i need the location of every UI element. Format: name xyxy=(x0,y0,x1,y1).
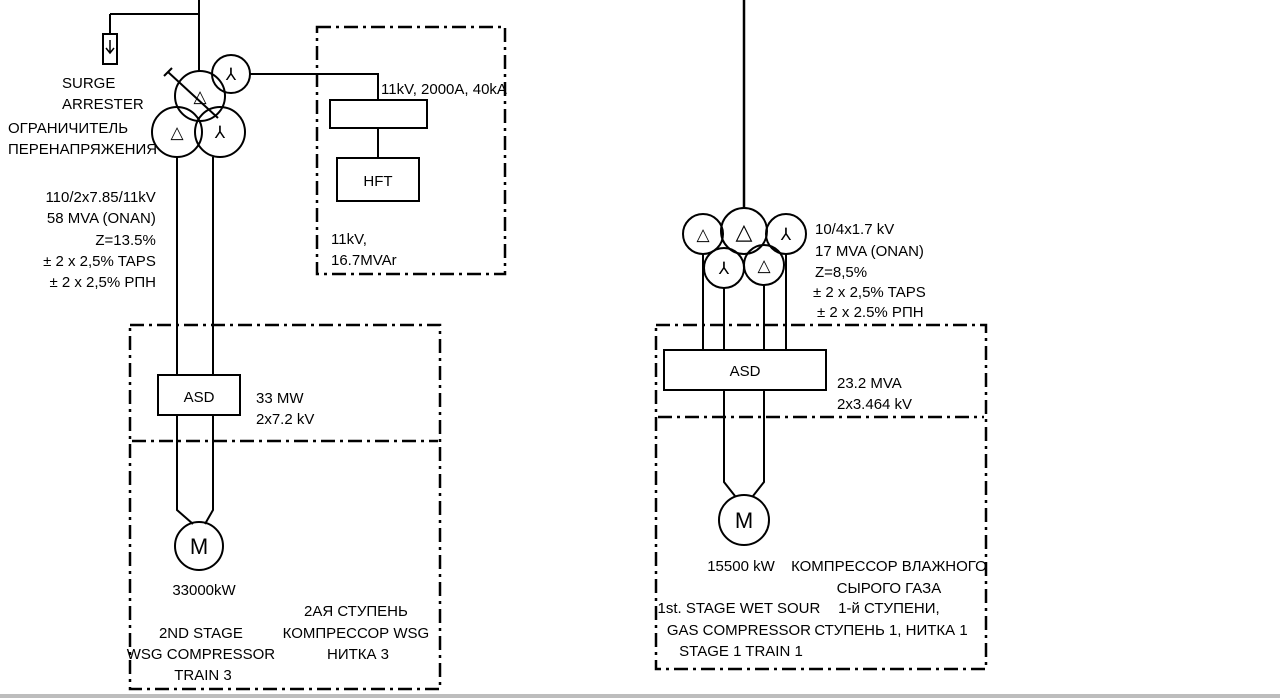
asd-label-left: ASD xyxy=(184,389,215,406)
motor-right-power: 15500 kW xyxy=(707,558,775,575)
asd-enclosure-left xyxy=(128,323,442,691)
wye-icon: ⅄ xyxy=(718,259,730,278)
wye-icon: ⅄ xyxy=(214,123,226,142)
caption-left-ru: 2АЯ СТУПЕНЬ КОМПРЕССОР WSG НИТКА 3 xyxy=(283,603,434,663)
asd-label-right: ASD xyxy=(730,363,761,380)
hft-box xyxy=(336,157,420,202)
motor-right-symbol: M xyxy=(735,508,753,533)
filter-specs: 11kV, 16.7MVAr xyxy=(331,231,397,269)
delta-icon: △ xyxy=(193,87,207,106)
wye-icon: ⅄ xyxy=(225,65,237,84)
hft-label: HFT xyxy=(363,173,392,190)
caption-left-en: 2ND STAGE WSG COMPRESSOR TRAIN 3 xyxy=(127,625,280,684)
switchgear-rating: 11kV, 2000A, 40kA xyxy=(381,81,507,98)
caption-right-ru: КОМПРЕССОР ВЛАЖНОГО СЫРОГО ГАЗА 1-й СТУП… xyxy=(791,558,991,639)
delta-icon: △ xyxy=(696,225,710,244)
bottom-border xyxy=(0,694,1280,698)
asd-specs-left: 33 MW 2x7.2 kV xyxy=(256,390,314,428)
delta-icon: △ xyxy=(736,219,753,244)
surge-arrester-label: SURGE ARRESTER ОГРАНИЧИТЕЛЬ ПЕРЕНАПРЯЖЕН… xyxy=(8,75,157,158)
asd-specs-right: 23.2 MVA 2x3.464 kV xyxy=(837,375,912,413)
asd-enclosure-right xyxy=(654,323,988,671)
surge-arrester-icon xyxy=(102,14,118,65)
motor-left-power: 33000kW xyxy=(172,582,236,599)
right-train: △ △ ⅄ ⅄ △ 10/4x1.7 kV 17 MVA (ONAN) Z=8,… xyxy=(654,0,991,671)
wye-icon: ⅄ xyxy=(780,225,792,244)
left-train: SURGE ARRESTER ОГРАНИЧИТЕЛЬ ПЕРЕНАПРЯЖЕН… xyxy=(8,0,507,691)
asd-box-left xyxy=(157,374,241,416)
delta-icon: △ xyxy=(757,256,771,275)
motor-left-symbol: M xyxy=(190,534,208,559)
transformer-right-specs: 10/4x1.7 kV 17 MVA (ONAN) Z=8,5% ± 2 x 2… xyxy=(813,221,930,321)
caption-right-en: 1st. STAGE WET SOUR GAS COMPRESSOR STAGE… xyxy=(658,600,825,660)
transformer-left: △ △ ⅄ ⅄ xyxy=(151,54,251,158)
asd-box-right xyxy=(663,349,827,391)
motor-left-icon xyxy=(174,521,224,571)
delta-icon: △ xyxy=(170,123,184,142)
filter-box-outline xyxy=(315,25,507,276)
transformer-left-specs: 110/2x7.85/11kV 58 MVA (ONAN) Z=13.5% ± … xyxy=(43,189,160,291)
motor-right-icon xyxy=(718,494,770,546)
